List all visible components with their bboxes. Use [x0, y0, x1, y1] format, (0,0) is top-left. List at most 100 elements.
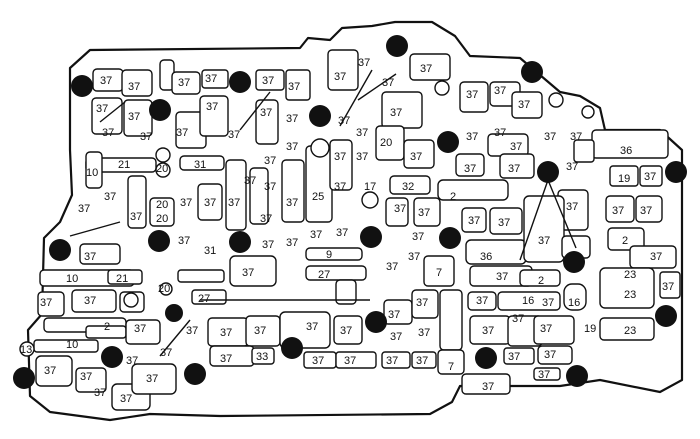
- label-19: 19: [584, 323, 596, 335]
- label-37: 37: [286, 197, 298, 209]
- label-37: 37: [180, 197, 192, 209]
- label-37: 37: [334, 71, 346, 83]
- label-37: 37: [176, 127, 188, 139]
- label-2: 2: [450, 191, 456, 203]
- label-31: 31: [204, 245, 216, 257]
- label-20: 20: [156, 163, 168, 175]
- label-37: 37: [418, 327, 430, 339]
- label-37: 37: [416, 355, 428, 367]
- label-37: 37: [482, 381, 494, 393]
- label-37: 37: [80, 371, 92, 383]
- label-37: 37: [104, 191, 116, 203]
- bolt-hole-icon: [386, 35, 408, 57]
- label-37: 37: [44, 365, 56, 377]
- label-37: 37: [538, 369, 550, 381]
- label-37: 37: [128, 81, 140, 93]
- label-20: 20: [158, 283, 170, 295]
- label-37: 37: [386, 355, 398, 367]
- label-7: 7: [448, 361, 454, 373]
- label-23: 23: [624, 269, 636, 281]
- label-37: 37: [518, 99, 530, 111]
- label-37: 37: [228, 197, 240, 209]
- label-37: 37: [288, 81, 300, 93]
- bolt-hole-icon: [665, 161, 687, 183]
- label-2: 2: [538, 275, 544, 287]
- bolt-hole-icon: [521, 61, 543, 83]
- label-37: 37: [544, 131, 556, 143]
- bolt-hole-icon: [439, 227, 461, 249]
- bolt-hole-icon: [566, 365, 588, 387]
- bolt-hole-icon: [563, 251, 585, 273]
- label-37: 37: [178, 77, 190, 89]
- label-21: 21: [116, 273, 128, 285]
- label-37: 37: [286, 113, 298, 125]
- label-37: 37: [244, 175, 256, 187]
- label-37: 37: [512, 313, 524, 325]
- label-37: 37: [40, 297, 52, 309]
- label-20: 20: [380, 137, 392, 149]
- label-37: 37: [538, 235, 550, 247]
- label-37: 37: [356, 151, 368, 163]
- label-37: 37: [338, 115, 350, 127]
- label-27: 27: [198, 293, 210, 305]
- label-37: 37: [146, 373, 158, 385]
- label-31: 31: [194, 159, 206, 171]
- bolt-hole-icon: [149, 99, 171, 121]
- label-37: 37: [96, 103, 108, 115]
- label-37: 37: [390, 331, 402, 343]
- label-37: 37: [544, 349, 556, 361]
- label-37: 37: [662, 281, 674, 293]
- label-37: 37: [286, 141, 298, 153]
- label-37: 37: [416, 297, 428, 309]
- bolt-hole-icon: [148, 230, 170, 252]
- label-37: 37: [128, 111, 140, 123]
- label-37: 37: [130, 211, 142, 223]
- label-37: 37: [612, 205, 624, 217]
- label-37: 37: [260, 213, 272, 225]
- label-37: 37: [102, 127, 114, 139]
- label-32: 32: [402, 181, 414, 193]
- label-37: 37: [510, 141, 522, 153]
- label-23: 23: [624, 289, 636, 301]
- passages: [19, 49, 681, 411]
- bolt-hole-icon: [475, 347, 497, 369]
- label-2: 2: [104, 321, 110, 333]
- label-37: 37: [508, 351, 520, 363]
- label-37: 37: [390, 107, 402, 119]
- label-37: 37: [542, 297, 554, 309]
- label-37: 37: [262, 239, 274, 251]
- label-37: 37: [78, 203, 90, 215]
- label-2: 2: [622, 235, 628, 247]
- label-37: 37: [566, 201, 578, 213]
- label-37: 37: [640, 205, 652, 217]
- label-37: 37: [134, 323, 146, 335]
- label-37: 37: [262, 75, 274, 87]
- label-37: 37: [356, 127, 368, 139]
- bolt-hole-icon: [281, 337, 303, 359]
- label-37: 37: [178, 235, 190, 247]
- label-36: 36: [620, 145, 632, 157]
- label-37: 37: [120, 393, 132, 405]
- label-9: 9: [326, 249, 332, 261]
- label-37: 37: [254, 325, 266, 337]
- label-37: 37: [336, 227, 348, 239]
- label-37: 37: [306, 321, 318, 333]
- bolt-hole-icon: [365, 311, 387, 333]
- label-13: 13: [20, 344, 32, 356]
- bolt-hole-icon: [101, 346, 123, 368]
- label-37: 37: [466, 131, 478, 143]
- label-37: 37: [100, 75, 112, 87]
- bolt-hole-icon: [437, 131, 459, 153]
- label-37: 37: [570, 131, 582, 143]
- label-37: 37: [408, 251, 420, 263]
- bolt-hole-icon: [165, 304, 183, 322]
- label-37: 37: [496, 271, 508, 283]
- label-19: 19: [618, 173, 630, 185]
- label-37: 37: [204, 197, 216, 209]
- label-20: 20: [156, 199, 168, 211]
- label-37: 37: [508, 163, 520, 175]
- label-25: 25: [312, 191, 324, 203]
- label-23: 23: [624, 325, 636, 337]
- label-37: 37: [476, 295, 488, 307]
